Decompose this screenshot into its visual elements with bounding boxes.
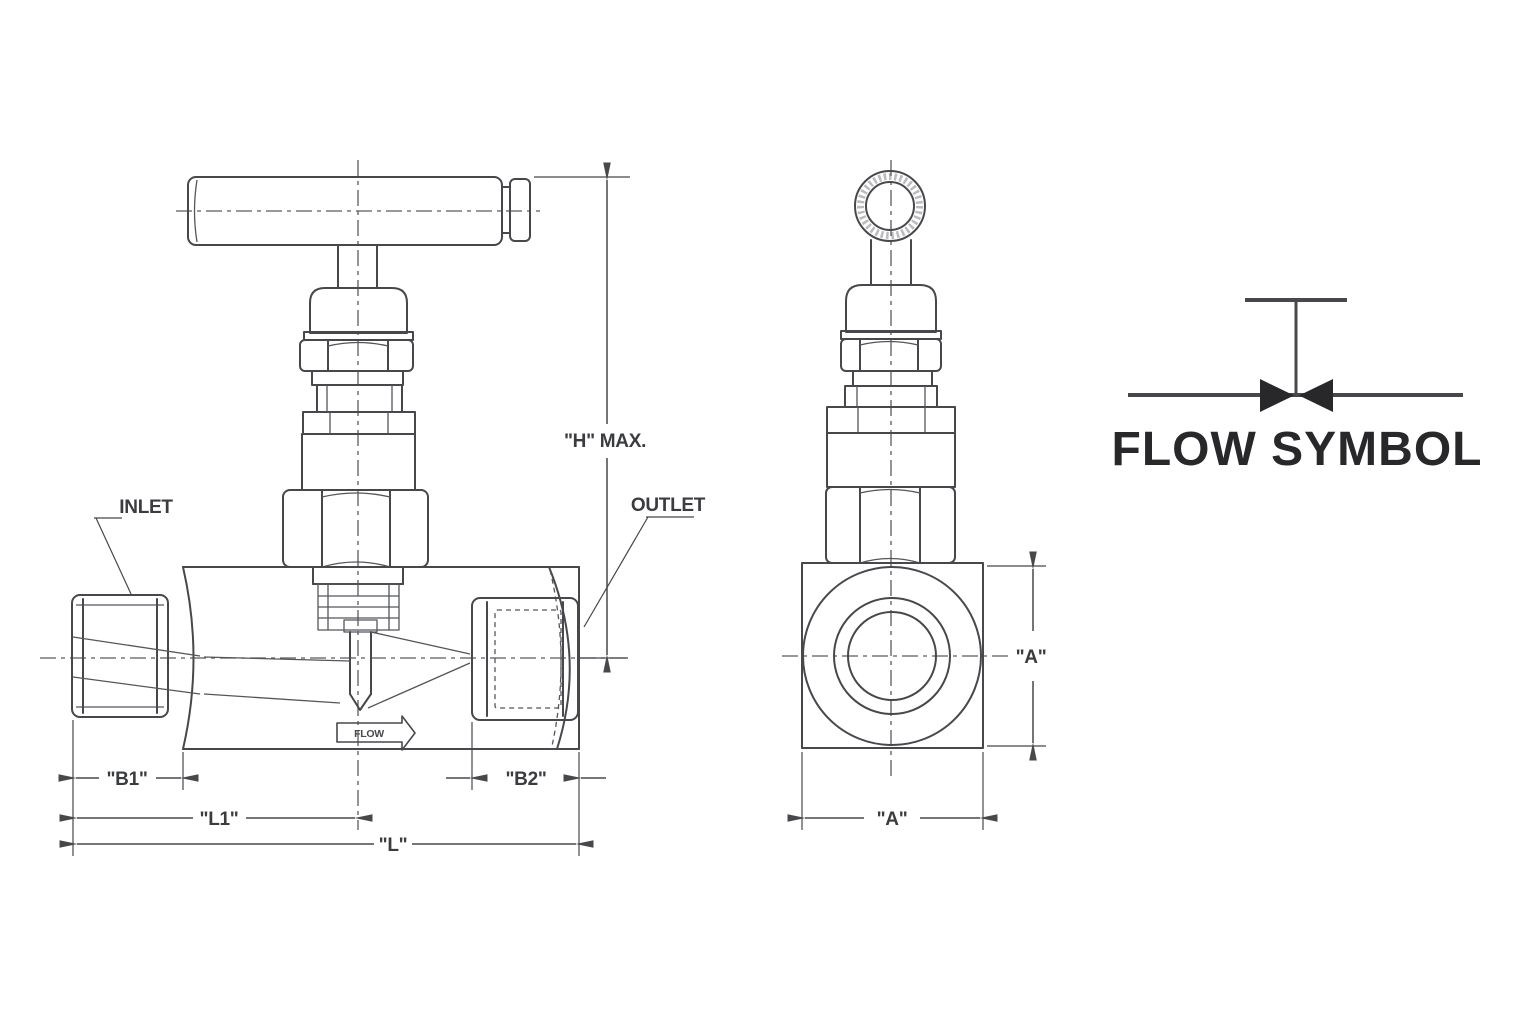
side-view: FLOW "H" MAX. INLET OUTLET ": [40, 160, 706, 856]
a-height-dim-label: "A": [1016, 647, 1047, 668]
outlet-label: OUTLET: [631, 495, 706, 516]
l-dimension: "L": [59, 835, 594, 856]
l1-dimension: "L1": [59, 809, 373, 830]
inlet-label: INLET: [119, 497, 173, 518]
b1-dim-label: "B1": [106, 769, 147, 790]
l1-dim-label: "L1": [200, 809, 239, 830]
flow-symbol: FLOW SYMBOL: [1112, 298, 1483, 476]
a-height-dimension: "A": [987, 551, 1047, 761]
needle-tip: [343, 619, 378, 711]
b1-dimension: "B1": [58, 720, 199, 856]
valve-stem: [337, 244, 378, 289]
flow-symbol-caption: FLOW SYMBOL: [1112, 423, 1483, 476]
handle-bar: [187, 176, 531, 246]
b2-dim-label: "B2": [505, 769, 546, 790]
end-view-stem: [870, 239, 912, 286]
a-width-dim-label: "A": [877, 809, 908, 830]
height-dim-label: "H" MAX.: [564, 431, 646, 452]
inlet-connection: [71, 594, 201, 718]
inlet-callout: INLET: [94, 497, 174, 595]
end-view: "A" "A": [782, 160, 1047, 830]
bonnet-threads: [317, 583, 400, 631]
outlet-callout: OUTLET: [583, 495, 706, 628]
handle-end-ring: [854, 170, 926, 242]
valve-schematic-icon: [1128, 298, 1463, 412]
packing-hex-nut: [299, 339, 414, 372]
valve-body: [182, 566, 580, 750]
outlet-connection: [471, 597, 579, 721]
height-dimension: "H" MAX.: [534, 162, 646, 673]
flow-direction-arrow-icon: FLOW: [336, 715, 416, 751]
l-dim-label: "L": [379, 835, 408, 856]
a-width-dimension: "A": [787, 752, 998, 830]
b2-dimension: "B2": [446, 722, 606, 856]
end-view-body: [801, 562, 984, 749]
flow-marking-text: FLOW: [354, 728, 384, 740]
bonnet-hex-nut: [282, 489, 429, 568]
